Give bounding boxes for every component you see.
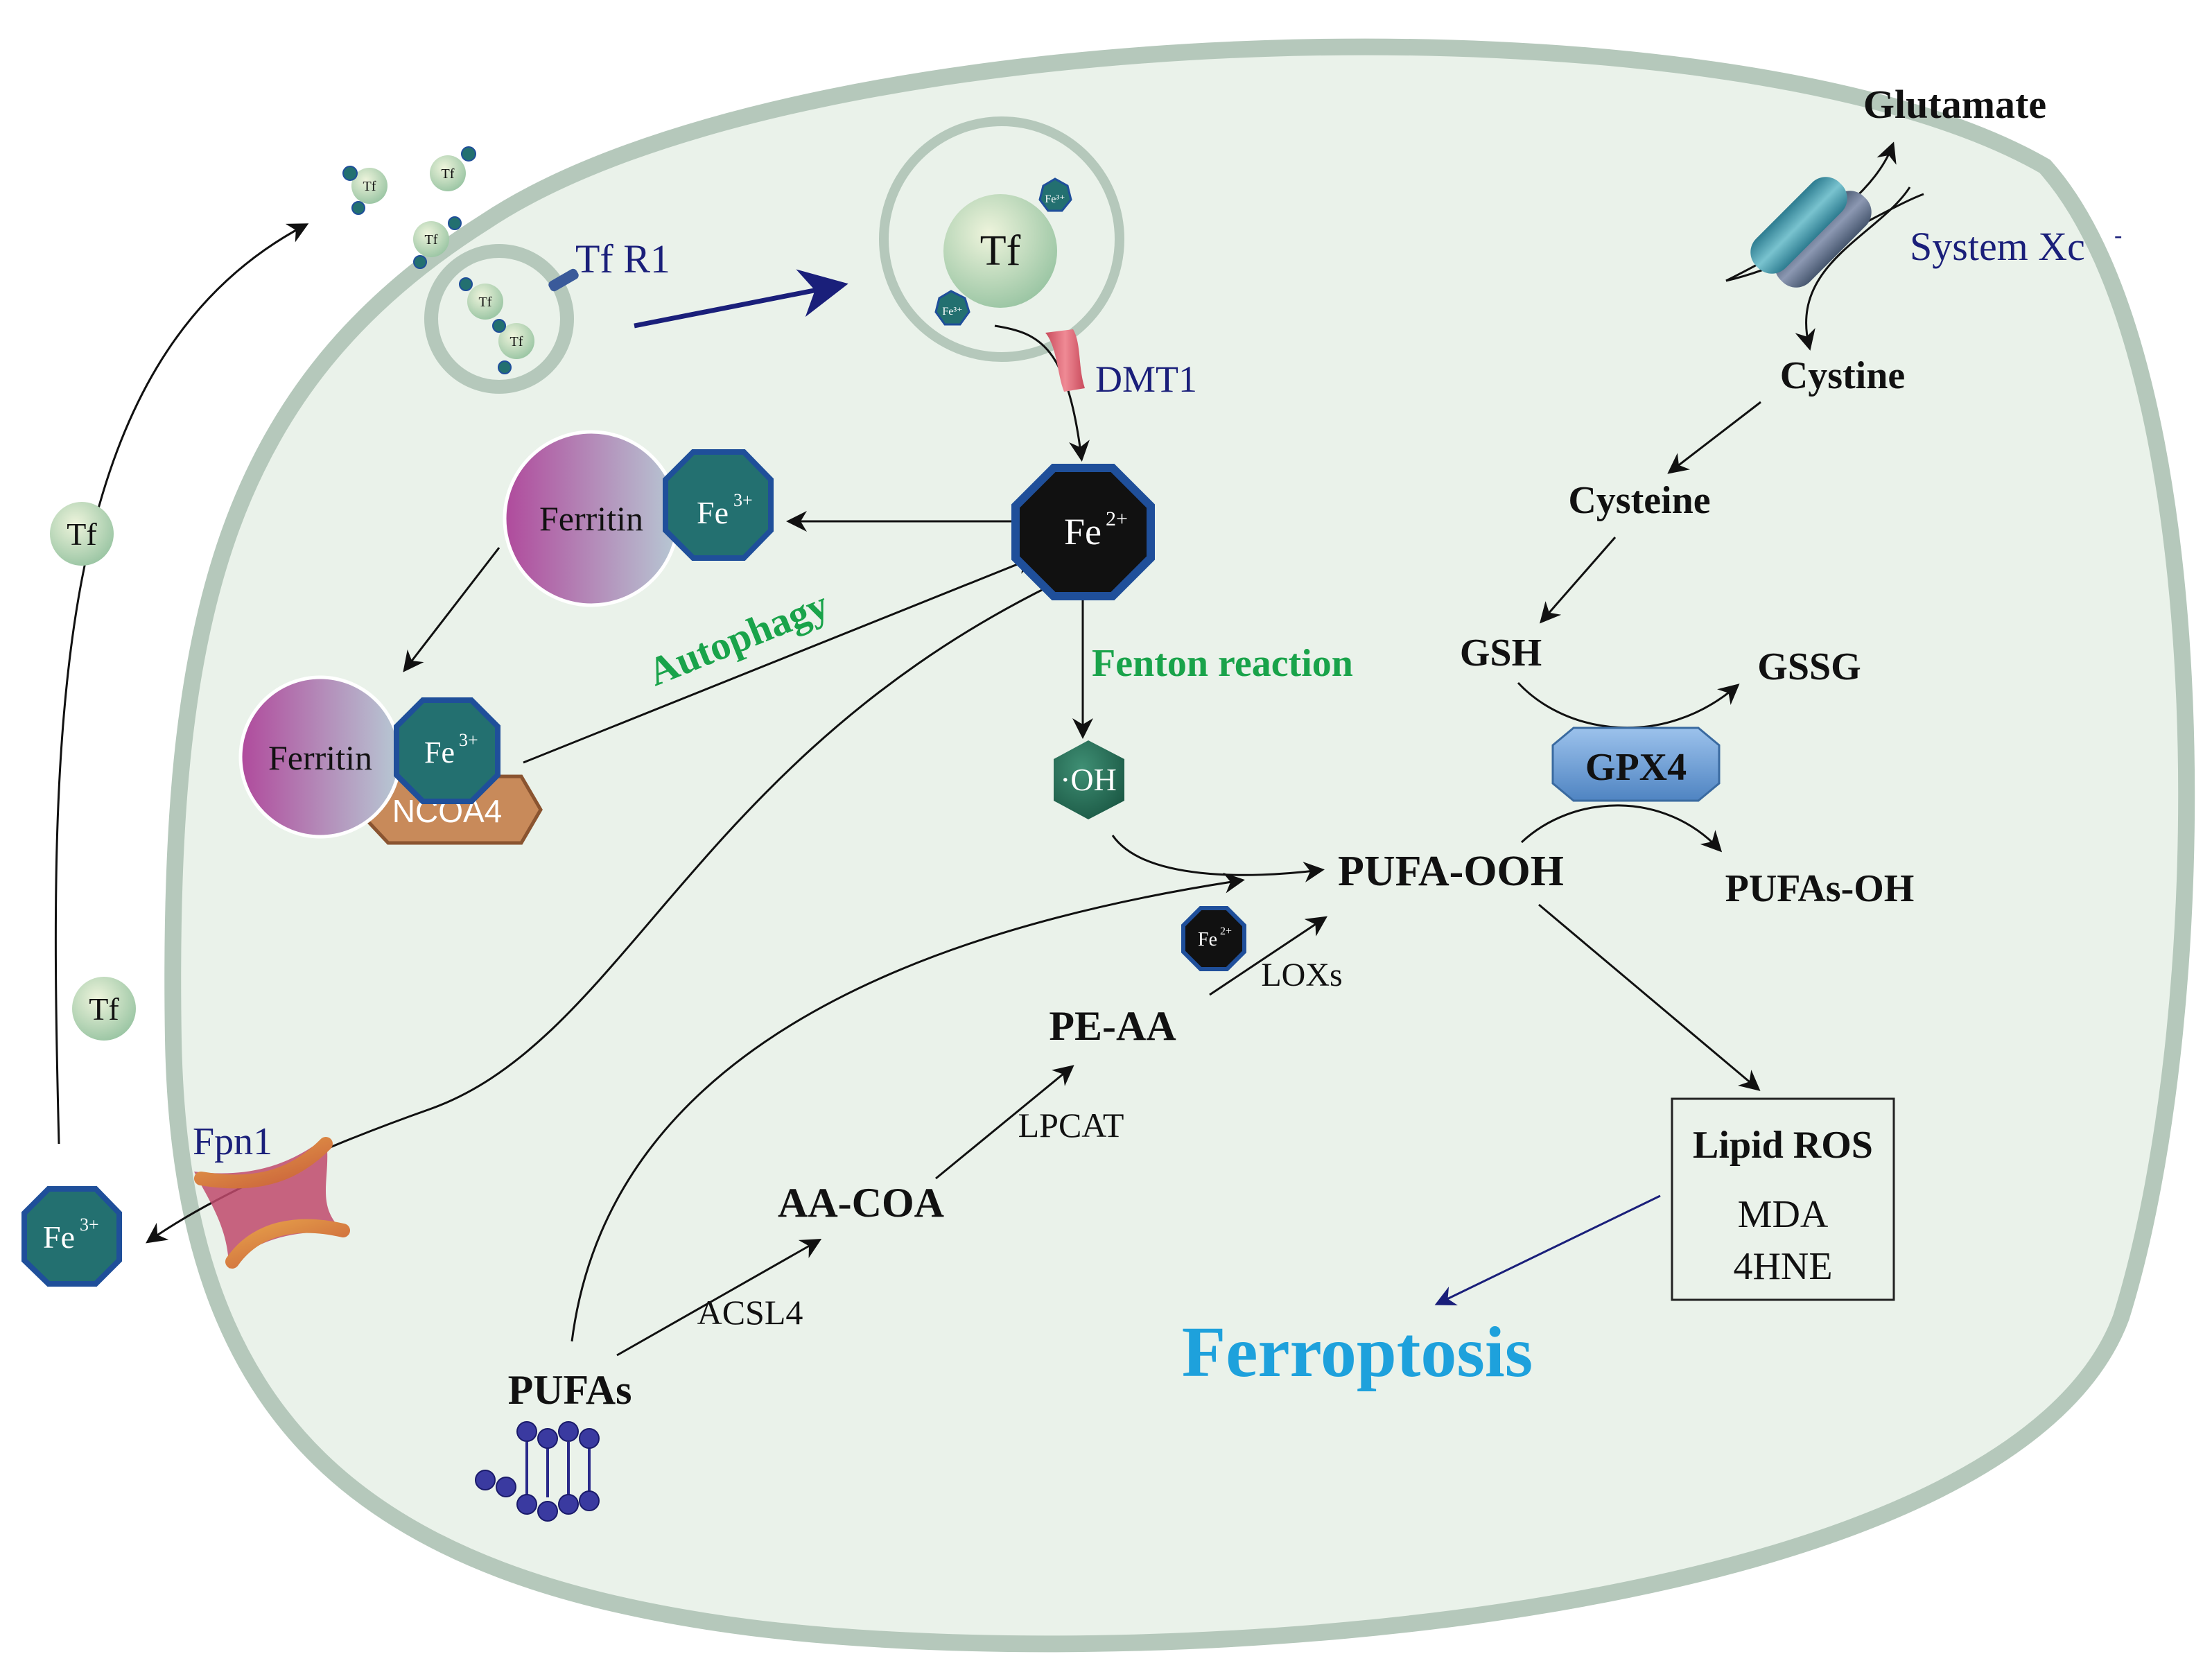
gssg-label: GSSG	[1757, 645, 1861, 688]
lipid-ros-label: Lipid ROS	[1693, 1124, 1873, 1167]
cysteine-label: Cysteine	[1568, 479, 1710, 522]
fe3-outside-charge: 3+	[80, 1215, 99, 1235]
endosome-fe3-bottom: Fe³⁺	[934, 290, 970, 326]
tfr1-label: Tf R1	[575, 236, 670, 281]
mda-label: MDA	[1738, 1193, 1829, 1236]
pufas-label: PUFAs	[508, 1367, 632, 1413]
ferritin-top-label: Ferritin	[539, 499, 643, 538]
tf-cluster-outside: Tf Tf Tf Tf Tf	[342, 146, 534, 374]
system-xc-label: System Xc	[1910, 224, 2085, 269]
ferroptosis-title: Ferroptosis	[1182, 1312, 1533, 1392]
fe-dots	[342, 146, 512, 374]
fe2-small-charge: 2+	[1220, 925, 1232, 937]
tf-outside-2-label: Tf	[89, 991, 119, 1027]
arrow-pufaooh-to-lipidros	[1538, 903, 1761, 1091]
svg-text:Fe³⁺: Fe³⁺	[1045, 193, 1065, 205]
arrow-cysteine-to-gsh	[1540, 537, 1617, 624]
acsl4-label: ACSL4	[697, 1293, 803, 1332]
lpcat-label: LPCAT	[1018, 1106, 1124, 1145]
fe2-central-symbol: Fe	[1064, 511, 1101, 553]
phospholipid-icon	[475, 1421, 600, 1522]
glutamate-label: Glutamate	[1863, 82, 2046, 127]
pufa-ooh-label: PUFA-OOH	[1338, 848, 1564, 895]
tf-outside-2: Tf	[72, 977, 136, 1041]
fe2-central: Fe 2+	[1011, 464, 1155, 600]
arrow-pufas-to-pufaooh	[571, 872, 1245, 1342]
tf-small-5-label: Tf	[510, 334, 523, 349]
tf-small-1	[351, 168, 387, 204]
arrow-vesicle-to-endosome	[634, 269, 848, 329]
hydroxyl-radical: ·OH	[1054, 740, 1124, 819]
dmt1-label: DMT1	[1095, 358, 1197, 400]
ferritin-top-fe-charge: 3+	[733, 490, 753, 510]
system-xc-transporter	[1725, 177, 1924, 288]
arrow-oh-to-pufaooh	[1111, 835, 1325, 882]
ferritin-bottom: Ferritin	[238, 675, 402, 839]
cell-membrane	[164, 38, 2195, 1653]
ferritin-bottom-fe3: Fe 3+	[394, 697, 500, 804]
cystine-label: Cystine	[1780, 354, 1905, 397]
gsh-label: GSH	[1460, 632, 1542, 675]
system-xc-charge: -	[2114, 223, 2122, 248]
tf-small-1-label: Tf	[363, 179, 376, 194]
arrow-cystine-in	[1795, 186, 1911, 351]
tf-small-2-label: Tf	[442, 166, 455, 182]
tf-small-2	[430, 155, 466, 191]
4hne-label: 4HNE	[1733, 1245, 1832, 1288]
fe3-outside: Fe 3+	[21, 1186, 122, 1287]
ferritin-top-fe3: Fe 3+	[663, 449, 774, 561]
endosome-tf-label: Tf	[980, 227, 1021, 275]
arrow-ferritin-to-complex	[403, 547, 500, 672]
gpx4-label: GPX4	[1585, 746, 1687, 789]
arrow-peaa-to-pufaooh	[1209, 916, 1327, 996]
navy-arrows	[634, 269, 1661, 1306]
tf-small-5	[498, 323, 534, 359]
ferritin-top: Ferritin	[503, 430, 680, 607]
endosome-fe3-top: Fe³⁺	[1038, 177, 1072, 212]
gpx4-enzyme: GPX4	[1551, 727, 1721, 802]
loxs-label: LOXs	[1261, 957, 1342, 993]
fpn1-label: Fpn1	[193, 1120, 272, 1163]
tf-outside-1: Tf	[50, 502, 114, 566]
arrow-dmt1-to-fe2	[994, 324, 1090, 462]
lipid-ros-box: Lipid ROS MDA 4HNE	[1671, 1097, 1895, 1301]
fe2-central-charge: 2+	[1106, 507, 1128, 530]
arrow-cystine-to-cysteine	[1667, 401, 1761, 474]
fe2-small-symbol: Fe	[1198, 929, 1217, 950]
tf-small-4-label: Tf	[479, 295, 492, 310]
ferritin-bottom-label: Ferritin	[268, 738, 372, 777]
hydroxyl-label: ·OH	[1060, 762, 1117, 797]
cell	[164, 38, 2195, 1653]
tf-small-3-label: Tf	[425, 232, 438, 247]
arrow-autophagy-to-fe2	[523, 555, 1037, 764]
aa-coa-label: AA-COA	[778, 1180, 944, 1226]
pufas-oh-label: PUFAs-OH	[1725, 867, 1915, 910]
pe-aa-label: PE-AA	[1049, 1003, 1176, 1049]
ferritin-top-fe-symbol: Fe	[697, 495, 729, 530]
ferritin-bottom-fe-charge: 3+	[459, 730, 478, 750]
arrow-export-to-tf	[54, 223, 309, 1145]
fe2-small: Fe 2+	[1181, 906, 1246, 971]
tf-outside-1-label: Tf	[67, 516, 97, 552]
tf-small-4	[467, 284, 503, 320]
endosome	[879, 116, 1124, 362]
endosome-tf: Tf	[943, 194, 1057, 308]
fpn1-transporter	[194, 1137, 350, 1269]
fenton-reaction-label: Fenton reaction	[1092, 642, 1353, 685]
arrow-pufaooh-to-pufasoh	[1520, 804, 1723, 853]
arrow-lipidros-to-ferroptosis	[1434, 1194, 1661, 1306]
tfr1-receptor	[548, 268, 579, 292]
tf-small-3	[413, 221, 449, 257]
fe3-outside-symbol: Fe	[43, 1219, 75, 1255]
arrow-aacoa-to-peaa	[935, 1065, 1074, 1180]
arrow-pufas-to-aacoa	[616, 1239, 822, 1357]
dmt1-transporter	[1045, 329, 1085, 392]
ferritin-bottom-fe-symbol: Fe	[424, 736, 455, 769]
svg-text:Fe³⁺: Fe³⁺	[942, 306, 962, 317]
